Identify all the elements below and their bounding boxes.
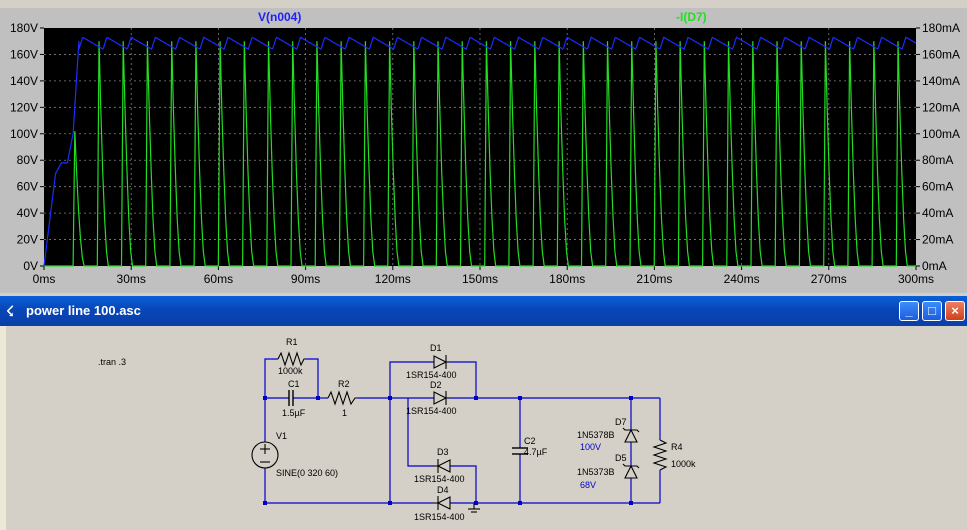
y-left-tick-label: 140V — [10, 74, 38, 88]
d3-ref: D3 — [437, 447, 449, 457]
d1-ref: D1 — [430, 343, 442, 353]
v1-voltage-source-symbol[interactable] — [251, 441, 279, 469]
y-right-tick-label: 0mA — [922, 259, 947, 273]
v1-value: SINE(0 320 60) — [276, 468, 338, 478]
c1-capacitor-symbol[interactable] — [288, 390, 294, 406]
v1-ref: V1 — [276, 431, 287, 441]
y-left-tick-label: 120V — [10, 100, 38, 114]
d3-value: 1SR154-400 — [414, 474, 465, 484]
waveform-plot[interactable]: 0V 20V 40V 60V 80V 100V 120V 140V 160V 180V 0mA 20… — [0, 0, 967, 293]
y-right-tick-label: 20mA — [922, 233, 953, 247]
d7-value: 1N5378B — [577, 430, 615, 440]
y-left-tick-label: 160V — [10, 47, 38, 61]
plot-top-strip — [0, 0, 967, 8]
d2-ref: D2 — [430, 380, 442, 390]
d7-ref: D7 — [615, 417, 627, 427]
c1-value: 1.5µF — [282, 408, 306, 418]
r2-value: 1 — [342, 408, 347, 418]
y-right-tick-label: 100mA — [922, 127, 960, 141]
y-right-tick-label: 140mA — [922, 74, 960, 88]
c2-capacitor-symbol[interactable] — [512, 447, 528, 455]
x-tick-label: 0ms — [33, 272, 56, 286]
y-right-tick-label: 120mA — [922, 100, 960, 114]
waveform-window: 0V 20V 40V 60V 80V 100V 120V 140V 160V 180V 0mA 20… — [0, 0, 967, 293]
x-tick-label: 150ms — [462, 272, 498, 286]
y-left-tick-label: 40V — [17, 206, 38, 220]
c2-value: 4.7µF — [524, 447, 548, 457]
y-axis-left-ticks: 0V 20V 40V 60V 80V 100V 120V 140V 160V 180V — [10, 21, 44, 273]
d4-ref: D4 — [437, 485, 449, 495]
r1-value: 1000k — [278, 366, 303, 376]
y-right-tick-label: 180mA — [922, 21, 960, 35]
d1-value: 1SR154-400 — [406, 370, 457, 380]
junction-dots — [263, 396, 633, 505]
y-axis-right-ticks: 0mA 20mA 40mA 60mA 80mA 100mA 120mA 140mA 160mA 1… — [916, 21, 960, 273]
d2-diode-symbol[interactable] — [433, 391, 450, 405]
d1-diode-symbol[interactable] — [433, 355, 450, 369]
d4-value: 1SR154-400 — [414, 512, 465, 522]
c2-ref: C2 — [524, 436, 536, 446]
y-left-tick-label: 180V — [10, 21, 38, 35]
x-tick-label: 270ms — [811, 272, 847, 286]
d7-voltage: 100V — [580, 442, 601, 452]
x-axis-ticks: 0ms 30ms 60ms 90ms 120ms 150ms 180ms 210ms 240ms… — [33, 266, 934, 286]
ltspice-icon: ☇ — [6, 303, 15, 319]
d4-diode-symbol[interactable] — [434, 496, 451, 510]
schematic-canvas[interactable]: R1 1000k C1 1.5µF R2 1 V1 SINE(0 320 60) — [6, 326, 967, 530]
y-right-tick-label: 160mA — [922, 47, 960, 61]
maximize-button[interactable]: □ — [922, 301, 942, 321]
voltage-trace — [43, 36, 917, 267]
tran-directive[interactable]: .tran .3 — [98, 357, 126, 367]
plot-area[interactable] — [44, 28, 916, 266]
schematic-window: ☇ power line 100.asc _ □ × — [0, 296, 967, 530]
y-right-tick-label: 40mA — [922, 206, 953, 220]
c1-ref: C1 — [288, 379, 300, 389]
x-tick-label: 60ms — [204, 272, 233, 286]
x-tick-label: 210ms — [636, 272, 672, 286]
schematic-titlebar[interactable]: ☇ power line 100.asc _ □ × — [0, 296, 967, 326]
r4-ref: R4 — [671, 442, 683, 452]
y-left-tick-label: 60V — [17, 180, 38, 194]
r4-value: 1000k — [671, 459, 696, 469]
y-left-tick-label: 20V — [17, 233, 38, 247]
schematic-drawing: R1 1000k C1 1.5µF R2 1 V1 SINE(0 320 60) — [98, 337, 696, 522]
r1-ref: R1 — [286, 337, 298, 347]
y-left-tick-label: 100V — [10, 127, 38, 141]
r2-ref: R2 — [338, 379, 350, 389]
d5-zener-symbol[interactable] — [622, 463, 640, 479]
grid-lines — [44, 28, 916, 266]
x-tick-label: 240ms — [724, 272, 760, 286]
x-tick-label: 300ms — [898, 272, 934, 286]
d7-zener-symbol[interactable] — [622, 427, 640, 443]
d5-value: 1N5373B — [577, 467, 615, 477]
r4-resistor-symbol[interactable] — [652, 439, 668, 471]
voltage-trace-label[interactable]: V(n004) — [258, 10, 301, 24]
y-right-tick-label: 80mA — [922, 153, 953, 167]
schematic-title: power line 100.asc — [26, 303, 141, 318]
d3-diode-symbol[interactable] — [434, 459, 451, 473]
current-trace-label[interactable]: -I(D7) — [676, 10, 707, 24]
r2-resistor-symbol[interactable] — [327, 390, 358, 406]
d2-value: 1SR154-400 — [406, 406, 457, 416]
minimize-button[interactable]: _ — [899, 301, 919, 321]
y-left-tick-label: 80V — [17, 153, 38, 167]
d5-ref: D5 — [615, 453, 627, 463]
x-tick-label: 120ms — [375, 272, 411, 286]
r1-resistor-symbol[interactable] — [277, 351, 306, 367]
wires — [264, 358, 661, 504]
d5-voltage: 68V — [580, 480, 596, 490]
y-right-tick-label: 60mA — [922, 180, 953, 194]
x-tick-label: 90ms — [291, 272, 320, 286]
ground-symbol — [468, 503, 480, 513]
close-button[interactable]: × — [945, 301, 965, 321]
x-tick-label: 30ms — [117, 272, 146, 286]
current-trace — [44, 41, 916, 267]
y-left-tick-label: 0V — [23, 259, 38, 273]
x-tick-label: 180ms — [549, 272, 585, 286]
